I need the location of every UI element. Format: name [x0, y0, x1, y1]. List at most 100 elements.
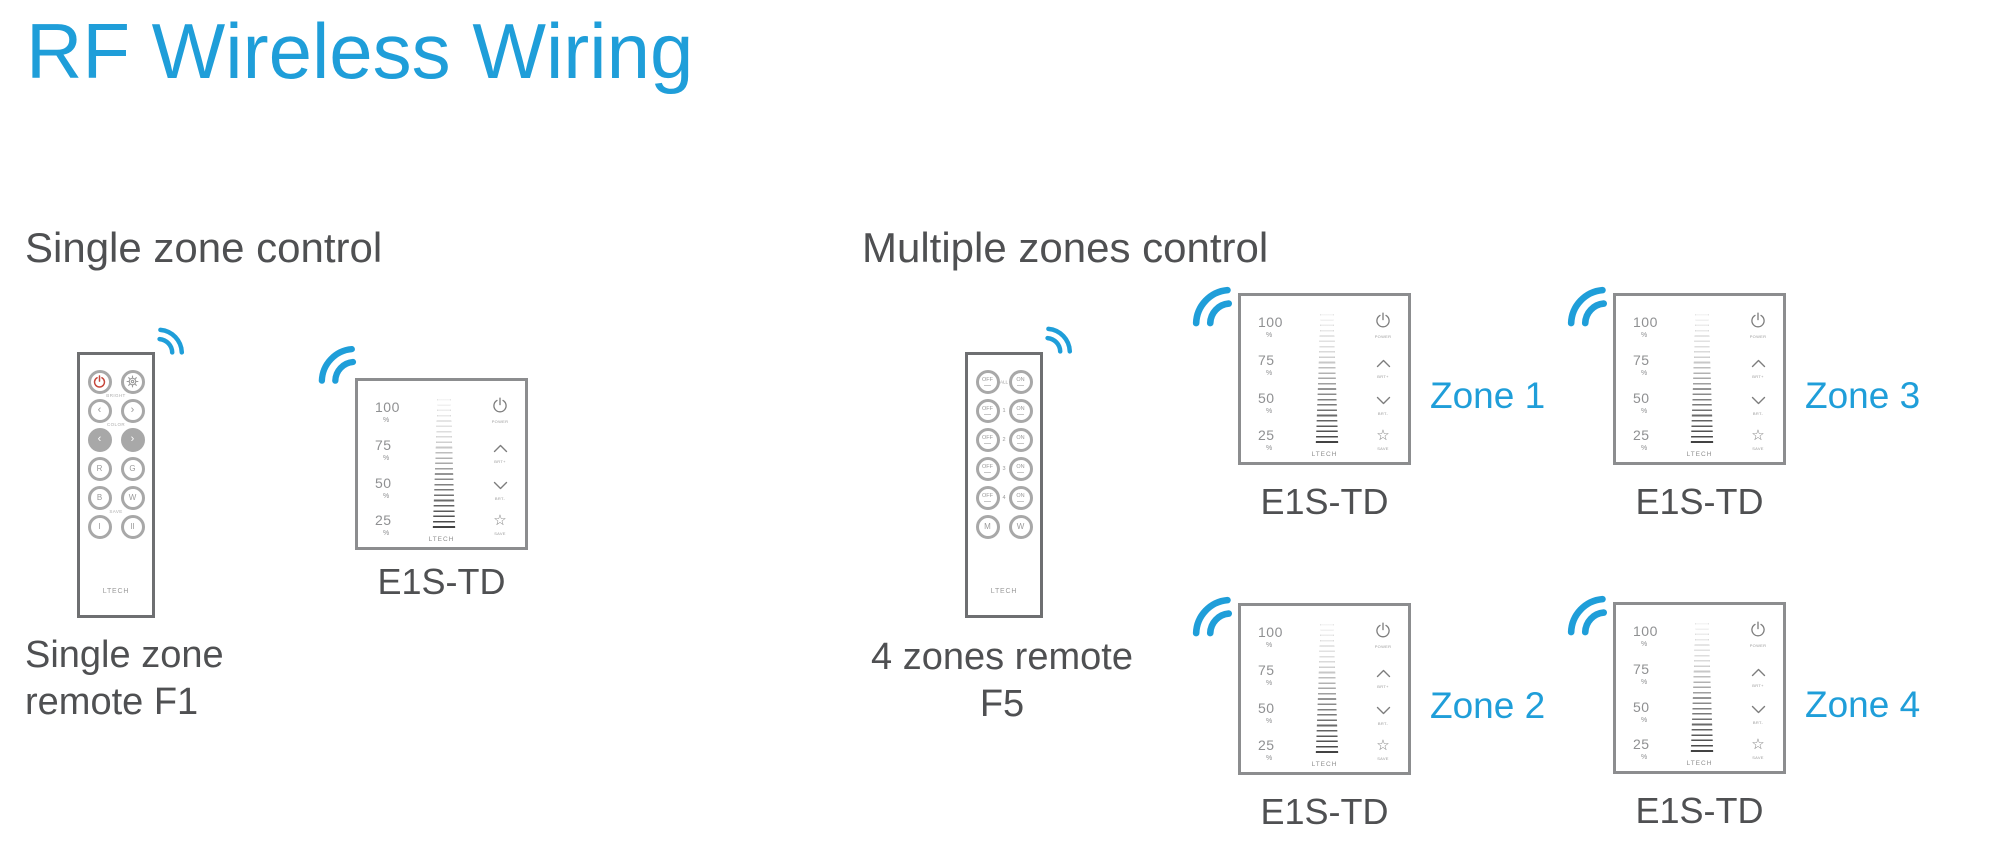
rf-waves [157, 327, 185, 355]
save-key: ☆ SAVE [1751, 426, 1765, 452]
power-icon [93, 374, 106, 390]
zone2-on-button: ON [1008, 428, 1033, 452]
remote-row: BRIGHT ‹ › [87, 393, 145, 423]
save-group-label: SAVE [109, 509, 123, 514]
panel-model-label: E1S-TD [1635, 481, 1764, 522]
star-icon: ☆ [1376, 736, 1390, 754]
rf-waves [1567, 286, 1608, 327]
multiple-zones-heading: Multiple zones control [862, 224, 1269, 271]
power-key: POWER [1740, 621, 1776, 648]
remote-row: OFF 2 ON [975, 428, 1033, 452]
remote-row: R G [87, 457, 145, 481]
chevron-down-icon [1376, 702, 1391, 719]
remote-f5-device: OFF ALL ON OFF 1 ON OFF 2 ON OFF 3 ON OF… [965, 352, 1043, 618]
white-button: W [120, 486, 145, 510]
rf-waves [1045, 326, 1073, 354]
mode-button: M [975, 515, 1000, 539]
single-zone-heading: Single zone control [25, 224, 383, 271]
remote-row: OFF 1 ON [975, 399, 1033, 423]
remote-f1-device: BRIGHT ‹ › COLOR ‹ › R G B W SAVE I II L… [77, 352, 155, 618]
zone3-off-button: OFF [975, 457, 1000, 481]
scale-mark-50: 50% [1633, 390, 1650, 415]
star-icon: ☆ [1751, 426, 1765, 444]
panel-model-label: E1S-TD [377, 561, 506, 602]
chevron-down-icon [1751, 701, 1766, 718]
zone-3-tag: Zone 3 [1805, 375, 1921, 416]
scale-mark-100: 100% [1258, 624, 1283, 649]
scale-mark-25: 25% [1633, 427, 1650, 452]
zone-2-tag: Zone 2 [1430, 685, 1546, 726]
color-forward-button: › [120, 428, 145, 452]
blue-button: B [87, 486, 112, 510]
mode-button [120, 370, 145, 394]
rf-signal-icon [1565, 585, 1609, 637]
rf-signal-icon [156, 320, 186, 356]
scale-mark-25: 25% [375, 512, 392, 537]
power-icon [1750, 312, 1766, 332]
save-1-button: I [87, 515, 112, 539]
scale-mark-25: 25% [1258, 737, 1275, 762]
green-button: G [120, 457, 145, 481]
chevron-up-icon [1376, 355, 1391, 372]
zone1-on-button: ON [1008, 399, 1033, 423]
zone-3-label: 3 [1002, 466, 1006, 472]
zone2-off-button: OFF [975, 428, 1000, 452]
brand-logo: LTECH [102, 588, 130, 595]
scale-mark-100: 100% [375, 399, 400, 424]
chevron-down-icon [1376, 392, 1391, 409]
remote-row [87, 370, 145, 394]
rf-waves [1567, 595, 1608, 636]
scale-mark-50: 50% [1258, 390, 1275, 415]
touch-dimmer-slider [1690, 314, 1714, 446]
star-icon: ☆ [1376, 426, 1390, 444]
bright-down-button: ‹ [87, 399, 112, 423]
touch-dimmer-slider [1315, 314, 1339, 446]
red-button: R [87, 457, 112, 481]
color-back-button: ‹ [87, 428, 112, 452]
touch-dimmer-slider [1315, 624, 1339, 756]
zone-1-tag: Zone 1 [1430, 375, 1546, 416]
white-button: W [1008, 515, 1033, 539]
brand-logo: LTECH [428, 536, 455, 543]
panel-model-label: E1S-TD [1260, 481, 1389, 522]
brightness-down-key: BRT- [1740, 392, 1776, 416]
remote-row: COLOR ‹ › [87, 422, 145, 452]
zone-4-tag: Zone 4 [1805, 684, 1921, 725]
zone4-off-button: OFF [975, 486, 1000, 510]
touch-panel-e1s-td-zone3: 100% 75% 50% 25% POWER BRT+ BRT- ☆ SAVE … [1613, 293, 1786, 465]
chevron-down-icon [1751, 392, 1766, 409]
save-2-button: II [120, 515, 145, 539]
brand-logo: LTECH [990, 588, 1018, 595]
scale-mark-75: 75% [1633, 352, 1650, 377]
rf-signal-icon [1044, 319, 1074, 355]
rf-signal-icon [1190, 276, 1234, 328]
zone-all-label: ALL [999, 379, 1009, 385]
remote-f1-caption: Single zone remote F1 [25, 634, 224, 723]
scale-mark-75: 75% [375, 437, 392, 462]
brightness-up-key: BRT+ [1365, 665, 1401, 689]
zone-2-label: 2 [1002, 437, 1006, 443]
gear-icon [126, 375, 139, 390]
scale-mark-75: 75% [1633, 661, 1650, 686]
zone3-on-button: ON [1008, 457, 1033, 481]
scale-mark-100: 100% [1633, 623, 1658, 648]
rf-waves [1192, 596, 1233, 637]
remote-row: B W [87, 486, 145, 510]
power-key: POWER [1365, 312, 1401, 339]
panel-model-label: E1S-TD [1635, 790, 1764, 831]
all-off-button: OFF [975, 370, 1000, 394]
save-key: ☆ SAVE [1376, 736, 1390, 762]
touch-dimmer-slider [1690, 623, 1714, 755]
remote-row: OFF ALL ON [975, 370, 1033, 394]
star-icon: ☆ [493, 511, 507, 529]
touch-panel-e1s-td-zone1: 100% 75% 50% 25% POWER BRT+ BRT- ☆ SAVE … [1238, 293, 1411, 465]
brightness-up-key: BRT+ [1740, 355, 1776, 379]
touch-panel-e1s-td: 100% 75% 50% 25% POWER BRT+ BRT- ☆ SAVE … [355, 378, 528, 550]
zone1-off-button: OFF [975, 399, 1000, 423]
brightness-down-key: BRT- [1740, 701, 1776, 725]
power-icon [1375, 622, 1391, 642]
scale-mark-25: 25% [1633, 736, 1650, 761]
brightness-down-key: BRT- [1365, 392, 1401, 416]
zone-4-label: 4 [1002, 495, 1006, 501]
